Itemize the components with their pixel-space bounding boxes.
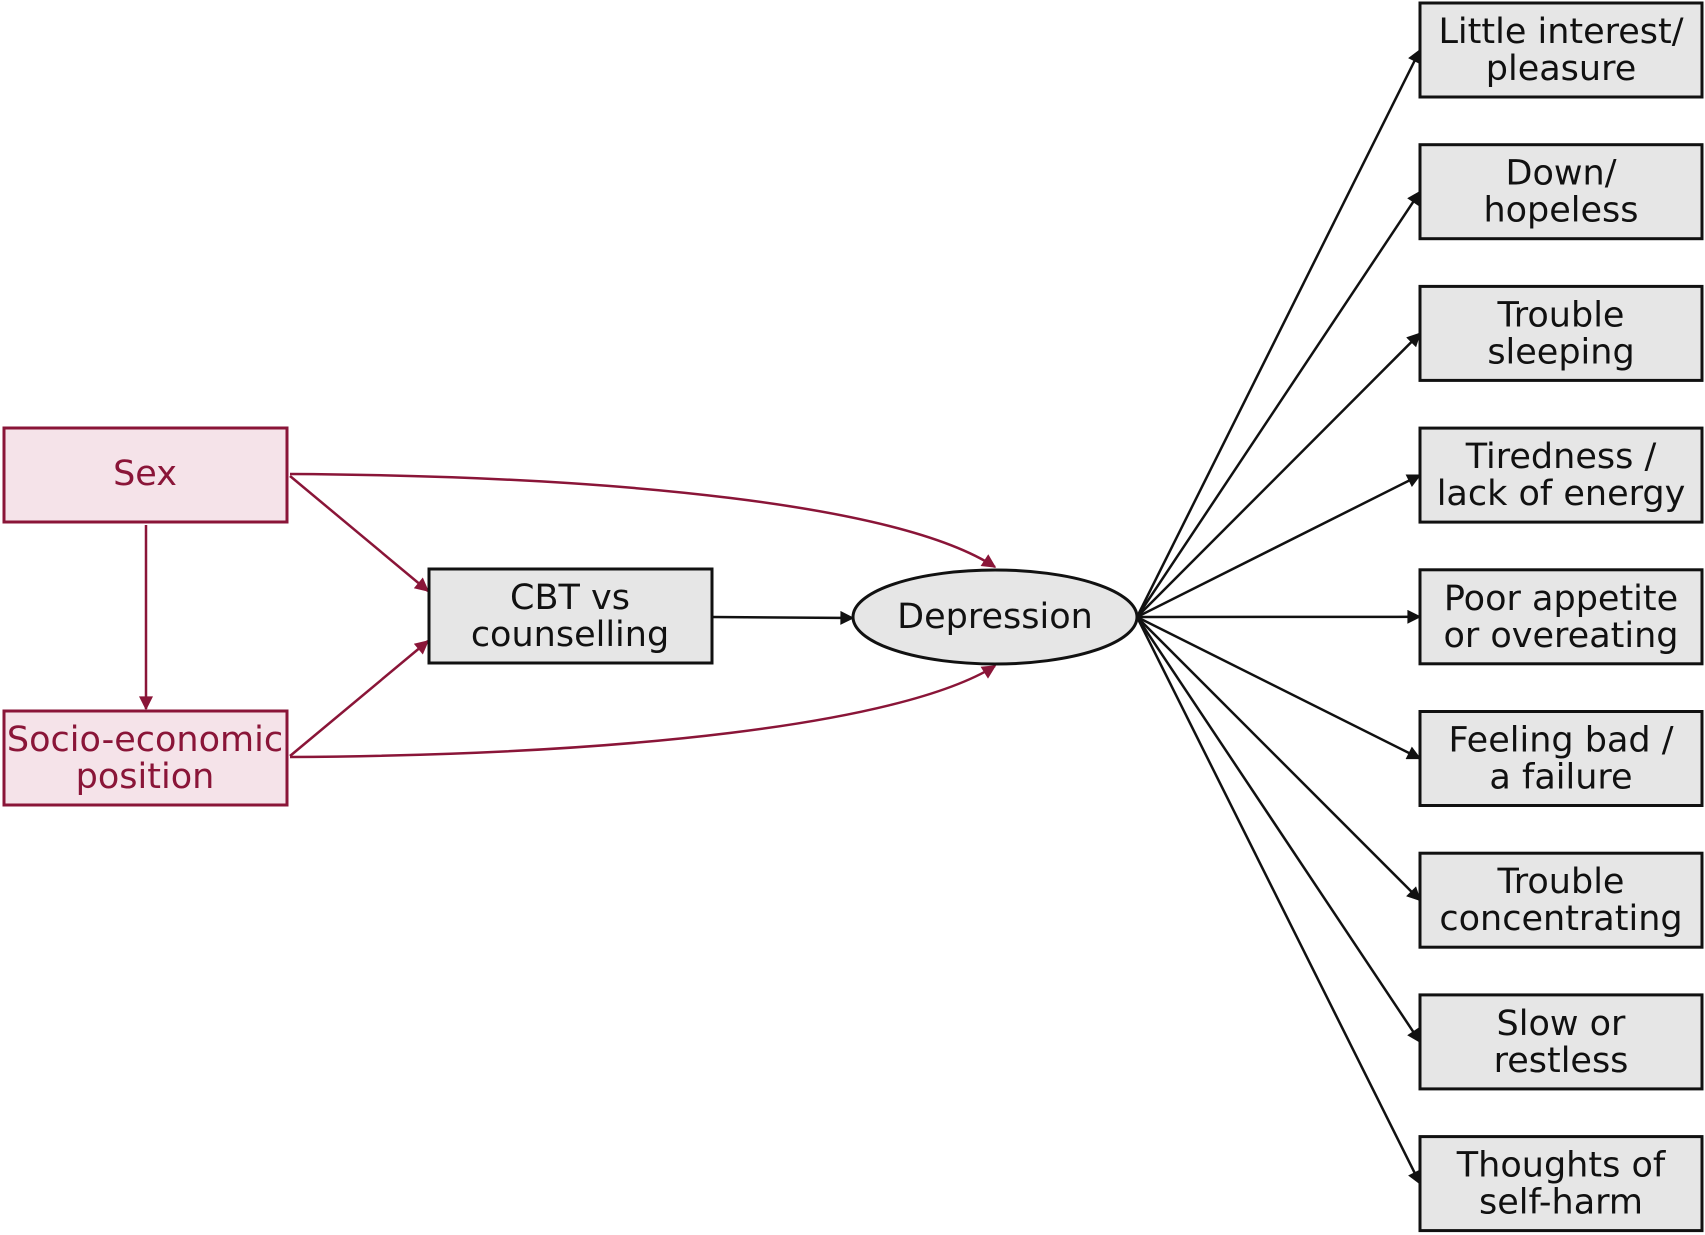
indicator-label-line1: Trouble — [1497, 295, 1625, 335]
edge-ses-to-exposure — [289, 640, 430, 757]
node-ses-label-line1: Socio-economic — [7, 720, 283, 760]
node-depression-label: Depression — [897, 597, 1093, 637]
indicator-label-line1: Little interest/ — [1438, 12, 1683, 52]
indicator-label-line1: Tiredness / — [1465, 437, 1657, 477]
edge-depression-to-indicator — [1136, 332, 1421, 618]
edge-depression-to-indicator — [1136, 615, 1422, 760]
indicator-label-line2: pleasure — [1486, 49, 1637, 89]
indicator-node: Little interest/pleasure — [1418, 1, 1704, 99]
indicator-label-line1: Feeling bad / — [1448, 721, 1673, 761]
node-ses-label-line2: position — [76, 757, 215, 797]
edge-depression-to-indicator — [1135, 616, 1422, 1185]
indicator-box — [1418, 1, 1704, 99]
indicator-label-line2: restless — [1494, 1041, 1629, 1081]
indicator-box — [1418, 710, 1704, 807]
indicator-box — [1418, 568, 1704, 666]
indicator-label-line2: self-harm — [1479, 1183, 1643, 1223]
edge-depression-to-indicator — [1135, 190, 1422, 618]
indicator-label-line1: Trouble — [1497, 862, 1625, 902]
indicator-box — [1418, 993, 1704, 1091]
edge-depression-to-indicator — [1136, 473, 1422, 619]
indicator-label-line2: hopeless — [1483, 191, 1638, 231]
node-exposure: CBT vs counselling — [427, 567, 714, 665]
indicator-box — [1418, 426, 1704, 524]
edge-depression-to-indicator — [1135, 48, 1422, 618]
node-exposure-box — [427, 567, 714, 665]
indicator-label-line2: sleeping — [1487, 332, 1634, 372]
node-depression: Depression — [851, 568, 1139, 666]
edge-sex-to-depression — [289, 472, 997, 569]
node-ses-box — [2, 709, 289, 807]
indicator-label-line2: concentrating — [1439, 899, 1682, 939]
edge-sex-to-exposure — [289, 475, 430, 592]
indicator-edges — [1135, 48, 1422, 1185]
indicator-label-line2: or overeating — [1443, 616, 1678, 656]
indicator-node: Tiredness /lack of energy — [1418, 426, 1704, 524]
edge-exposure-to-depression — [711, 610, 855, 625]
indicator-label-line2: lack of energy — [1437, 474, 1686, 514]
edge-ses-to-depression — [289, 664, 997, 759]
indicator-box — [1418, 143, 1704, 241]
node-socio-economic-position: Socio-economic position — [2, 709, 289, 807]
indicator-node: Feeling bad /a failure — [1418, 710, 1704, 807]
indicator-node: Down/hopeless — [1418, 143, 1704, 241]
indicator-box — [1418, 851, 1704, 949]
indicator-box — [1418, 1135, 1704, 1233]
node-depression-ellipse — [851, 568, 1139, 666]
indicator-label-line2: a failure — [1489, 758, 1632, 798]
indicator-label-line1: Down/ — [1506, 154, 1617, 194]
node-exposure-label-line1: CBT vs — [510, 578, 630, 618]
indicator-nodes: Little interest/pleasureDown/hopelessTro… — [1418, 1, 1704, 1233]
indicator-label-line1: Poor appetite — [1444, 579, 1678, 619]
node-sex-label: Sex — [113, 454, 177, 494]
indicator-box — [1418, 284, 1704, 382]
node-sex-box — [2, 426, 289, 524]
edge-depression-to-indicator — [1136, 616, 1421, 902]
node-sex: Sex — [2, 426, 289, 524]
edge-depression-to-indicator — [1135, 616, 1422, 1044]
node-exposure-label-line2: counselling — [471, 615, 669, 655]
indicator-label-line1: Thoughts of — [1456, 1146, 1666, 1186]
indicator-label-line1: Slow or — [1497, 1004, 1627, 1044]
confounder-edges — [139, 472, 997, 759]
